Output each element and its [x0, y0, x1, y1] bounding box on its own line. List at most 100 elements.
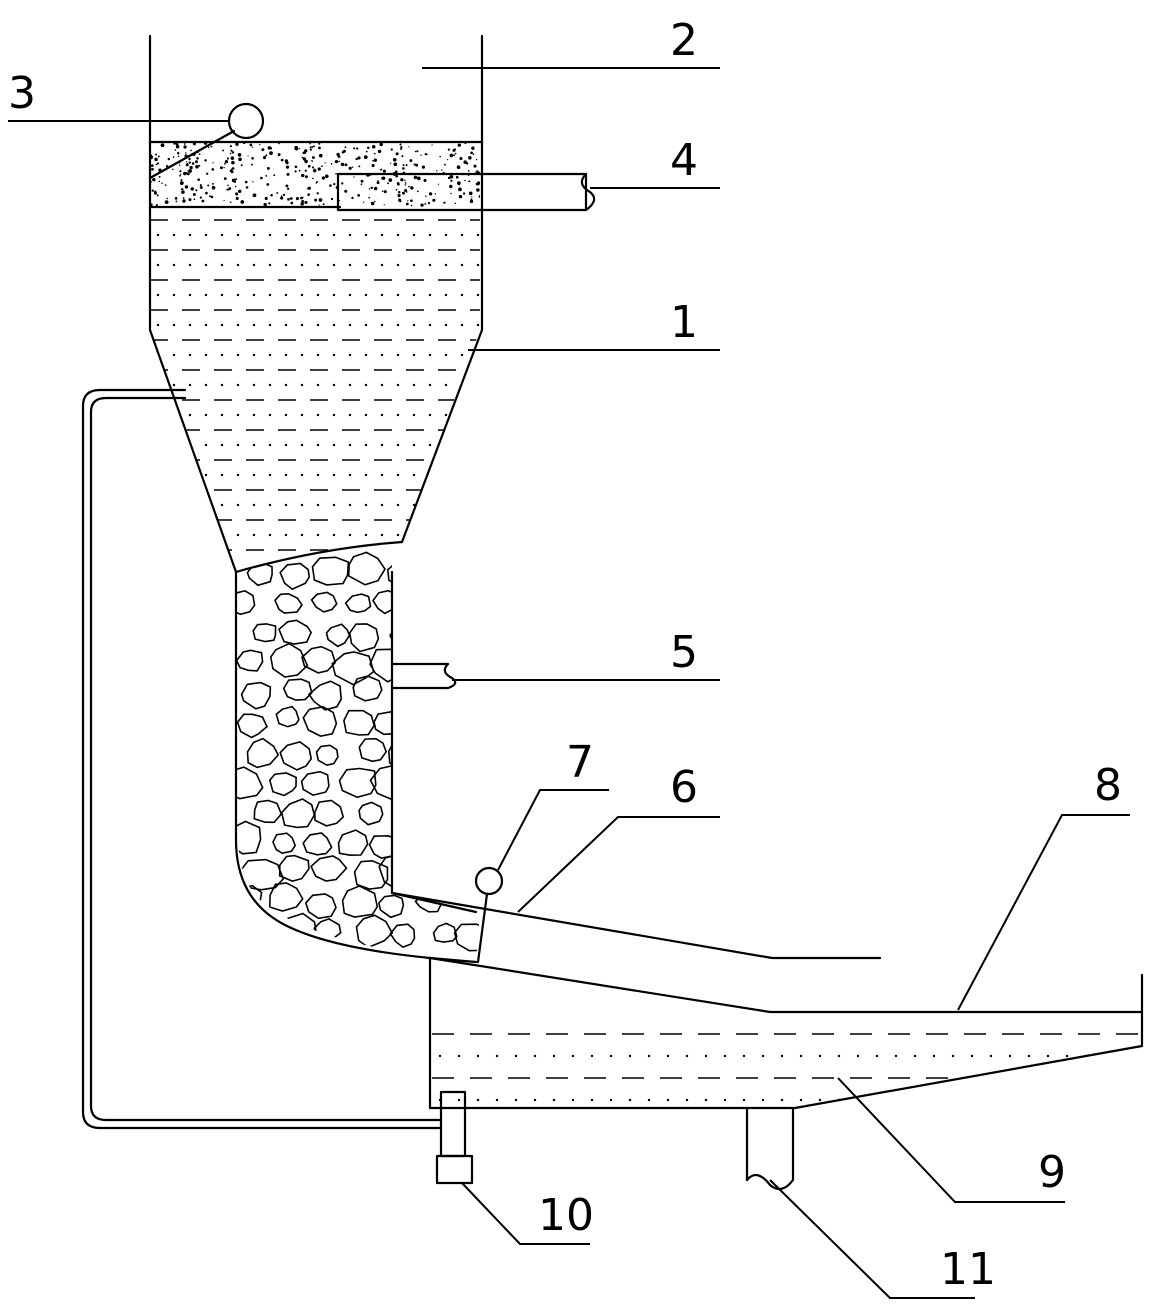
scum-speck: [193, 193, 196, 196]
scum-speck: [266, 183, 269, 186]
label-8: 8: [1094, 760, 1122, 811]
liquid-dot: [477, 324, 479, 326]
liquid-dot: [413, 294, 415, 296]
scum-speck: [393, 162, 397, 166]
scum-speck: [399, 144, 401, 146]
liquid-dot: [237, 414, 239, 416]
liquid-dot: [429, 294, 431, 296]
media-stone: [463, 801, 492, 826]
liquid-dot: [819, 1055, 821, 1057]
liquid-dot: [838, 1055, 840, 1057]
scum-speck: [235, 143, 238, 146]
scum-speck: [307, 193, 310, 196]
liquid-dot: [477, 234, 479, 236]
scum-speck: [405, 182, 407, 184]
liquid-dot: [317, 504, 319, 506]
liquid-dot: [349, 504, 351, 506]
scum-speck: [371, 202, 374, 205]
liquid-dot: [397, 444, 399, 446]
liquid-dot: [397, 504, 399, 506]
scum-speck: [422, 165, 425, 168]
scum-speck: [314, 199, 317, 202]
scum-speck: [410, 199, 413, 202]
liquid-dot: [933, 1099, 935, 1101]
scum-speck: [309, 143, 311, 145]
scum-speck: [232, 151, 234, 153]
scum-speck: [295, 165, 298, 168]
scum-speck: [299, 148, 300, 149]
scum-speck: [407, 200, 408, 201]
scum-speck: [243, 142, 245, 144]
liquid-dot: [189, 474, 191, 476]
liquid-dot: [461, 504, 463, 506]
liquid-dot: [365, 234, 367, 236]
scum-speck: [238, 153, 242, 157]
scum-speck: [410, 186, 413, 189]
scum-speck: [432, 199, 435, 202]
recycle-pipe: [83, 390, 440, 1128]
liquid-dot: [591, 1055, 593, 1057]
liquid-dot: [572, 1099, 574, 1101]
media-stone: [446, 645, 482, 678]
liquid-dot: [285, 534, 287, 536]
scum-speck: [290, 197, 293, 200]
scum-speck: [450, 154, 454, 158]
liquid-dot: [157, 474, 159, 476]
scum-speck: [179, 165, 180, 166]
media-stone: [379, 853, 416, 888]
liquid-dot: [445, 444, 447, 446]
scum-speck: [435, 193, 436, 194]
scum-speck: [285, 161, 288, 164]
scum-speck: [459, 157, 462, 160]
scum-speck: [377, 181, 380, 184]
media-stone: [359, 739, 386, 762]
liquid-dot: [445, 234, 447, 236]
liquid-dot: [221, 294, 223, 296]
liquid-dot: [610, 1099, 612, 1101]
liquid-dot: [648, 1099, 650, 1101]
liquid-dot: [173, 414, 175, 416]
media-stone: [466, 674, 498, 703]
media-stone: [434, 923, 457, 942]
liquid-dot: [762, 1055, 764, 1057]
liquid-dot: [477, 1099, 479, 1101]
media-stone: [389, 740, 421, 770]
scum-speck: [417, 176, 421, 180]
scum-speck: [450, 175, 453, 178]
scum-speck: [226, 189, 228, 191]
liquid-dot: [189, 234, 191, 236]
scum-speck: [269, 151, 273, 155]
liquid-dot: [365, 264, 367, 266]
liquid-dot: [1009, 1099, 1011, 1101]
scum-speck: [287, 188, 289, 190]
scum-speck: [187, 170, 188, 171]
liquid-dot: [413, 504, 415, 506]
liquid-dot: [458, 1055, 460, 1057]
scum-speck: [384, 190, 387, 193]
scum-speck: [381, 177, 384, 180]
liquid-dot: [317, 294, 319, 296]
scum-speck: [468, 180, 470, 182]
liquid-dot: [445, 384, 447, 386]
liquid-dot: [333, 294, 335, 296]
liquid-dot: [381, 324, 383, 326]
scum-speck: [241, 164, 243, 166]
liquid-dot: [413, 354, 415, 356]
scum-speck: [476, 183, 479, 186]
liquid-dot: [413, 324, 415, 326]
scum-speck: [397, 183, 400, 186]
liquid-dot: [429, 504, 431, 506]
scum-speck: [384, 204, 385, 205]
scum-speck: [471, 196, 472, 197]
liquid-dot: [876, 1099, 878, 1101]
scum-speck: [411, 205, 412, 206]
scum-speck: [314, 170, 317, 173]
scum-speck: [172, 169, 173, 170]
liquid-dot: [648, 1055, 650, 1057]
scum-speck: [231, 168, 233, 170]
scum-speck: [180, 174, 181, 175]
media-stone: [253, 624, 275, 642]
scum-speck: [286, 173, 289, 176]
scum-speck: [196, 157, 199, 160]
scum-speck: [151, 164, 154, 167]
